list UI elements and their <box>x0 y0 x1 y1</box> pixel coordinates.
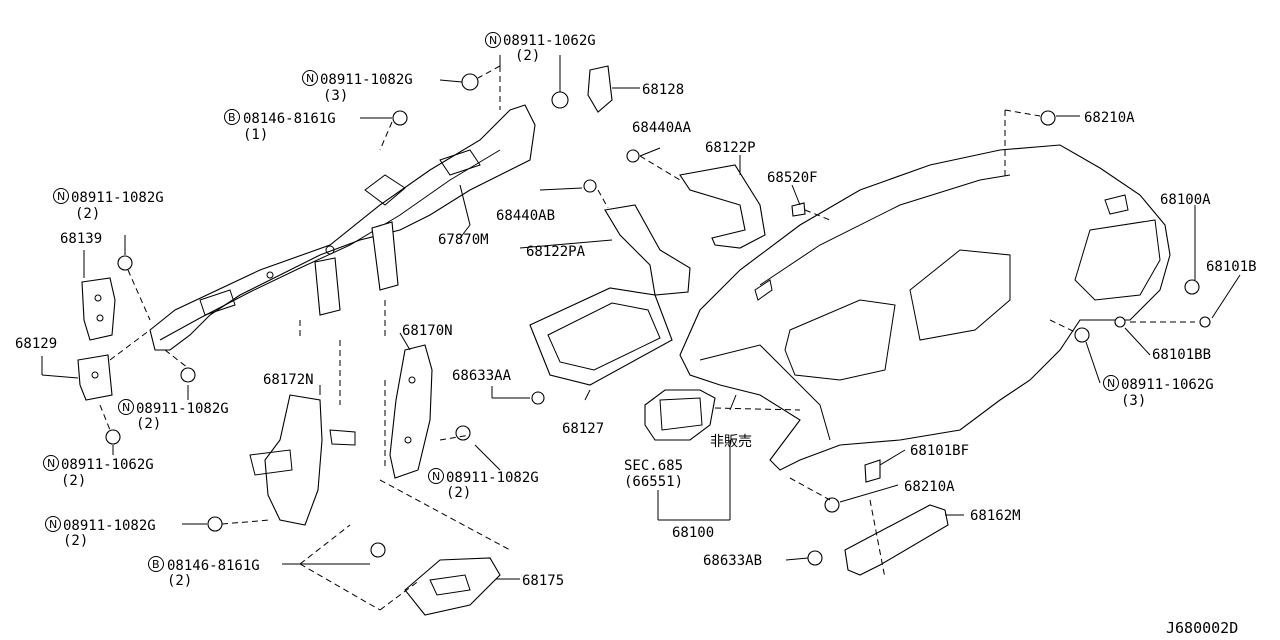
label-68162m: 68162M <box>970 508 1021 524</box>
callout-n-08911-1082g-left: N 08911-1082G (2) <box>53 188 164 222</box>
bracket-68128 <box>587 65 613 113</box>
prefix-mark: N <box>122 401 130 414</box>
callout-n-08911-1082g-low: N 08911-1082G (2) <box>45 516 156 549</box>
leader-lines <box>41 55 1241 611</box>
bracket-68139 <box>81 277 116 341</box>
prefix-mark: N <box>1107 377 1115 390</box>
label-68633ab: 68633AB <box>703 553 762 569</box>
label-67870m: 67870M <box>438 232 489 248</box>
callout-n-08911-1062g-right: N 08911-1062G (3) <box>1103 375 1214 409</box>
part-number: 08911-1082G <box>136 401 229 417</box>
quantity: (2) <box>136 416 161 432</box>
label-68210a-top: 68210A <box>1084 110 1135 126</box>
quantity: (1) <box>243 127 268 143</box>
label-68139: 68139 <box>60 231 102 247</box>
quantity: (2) <box>515 48 540 64</box>
label-68440aa: 68440AA <box>632 120 692 136</box>
quantity: (2) <box>63 533 88 549</box>
callout-n-08911-1082g-top: N 08911-1082G (3) <box>302 70 413 104</box>
quantity: (2) <box>446 485 471 501</box>
label-68122pa: 68122PA <box>526 244 586 260</box>
quantity: (3) <box>323 88 348 104</box>
label-68128: 68128 <box>642 82 684 98</box>
label-68100: 68100 <box>672 525 714 541</box>
prefix-mark: N <box>489 34 497 47</box>
label-68520f: 68520F <box>767 170 818 186</box>
label-68101bb: 68101BB <box>1152 347 1211 363</box>
bracket-68122pa <box>604 204 691 296</box>
label-68633aa: 68633AA <box>452 368 512 384</box>
label-68127: 68127 <box>562 421 604 437</box>
part-number: 08911-1082G <box>446 470 539 486</box>
part-number: 08146-8161G <box>243 111 336 127</box>
prefix-mark: B <box>228 111 236 124</box>
bracket-68122p <box>679 164 766 249</box>
callout-b-08146-8161g-low: B 08146-8161G (2) <box>148 556 260 589</box>
prefix-mark: N <box>47 457 55 470</box>
bracket-68129 <box>77 354 113 401</box>
callout-n-08911-1062g-top: N 08911-1062G (2) <box>485 32 596 64</box>
part-number: 08911-1062G <box>1121 377 1214 393</box>
label-68210a-low: 68210A <box>904 479 955 495</box>
part-number: 08911-1082G <box>320 72 413 88</box>
part-number: 08911-1082G <box>71 190 164 206</box>
prefix-mark: B <box>152 558 160 571</box>
instrument-panel-68100 <box>679 144 1171 471</box>
label-68172n: 68172N <box>263 372 314 388</box>
bracket-68162m <box>844 504 949 576</box>
part-number: 08146-8161G <box>167 558 260 574</box>
label-sec685: SEC.685 <box>624 458 683 474</box>
callout-n-08911-1082g-center: N 08911-1082G (2) <box>428 468 539 501</box>
duct-sec685 <box>644 389 716 441</box>
label-68101bf: 68101BF <box>910 443 969 459</box>
label-68100a: 68100A <box>1160 192 1211 208</box>
label-68129: 68129 <box>15 336 57 352</box>
clip-68101bf <box>864 459 881 483</box>
quantity: (2) <box>167 573 192 589</box>
label-68101b: 68101B <box>1206 259 1257 275</box>
callout-n-08911-1082g-mid: N 08911-1082G (2) <box>118 399 229 432</box>
steering-member-67870m <box>149 104 536 351</box>
bracket-68175 <box>404 557 501 616</box>
label-68170n: 68170N <box>402 323 453 339</box>
prefix-mark: N <box>306 72 314 85</box>
label-not-for-sale: 非販売 <box>710 434 752 450</box>
quantity: (3) <box>1121 393 1146 409</box>
callout-b-08146-8161g-top: B 08146-8161G (1) <box>224 109 336 143</box>
prefix-mark: N <box>57 190 65 203</box>
quantity: (2) <box>75 206 100 222</box>
part-number: 08911-1062G <box>61 457 154 473</box>
part-number: 08911-1082G <box>63 518 156 534</box>
label-sec685-ref: (66551) <box>624 474 683 490</box>
prefix-mark: N <box>432 470 440 483</box>
clip-68520f <box>791 202 806 217</box>
frame-68127 <box>529 287 673 386</box>
label-68440ab: 68440AB <box>496 208 555 224</box>
part-number: 08911-1062G <box>503 33 596 49</box>
prefix-mark: N <box>49 518 57 531</box>
label-68175: 68175 <box>522 573 564 589</box>
label-68122p: 68122P <box>705 140 756 156</box>
stay-68170n <box>389 344 433 479</box>
callout-n-08911-1062g-left: N 08911-1062G (2) <box>43 455 154 489</box>
stay-68172n <box>249 394 356 526</box>
quantity: (2) <box>61 473 86 489</box>
diagram-id: J680002D <box>1166 619 1238 637</box>
